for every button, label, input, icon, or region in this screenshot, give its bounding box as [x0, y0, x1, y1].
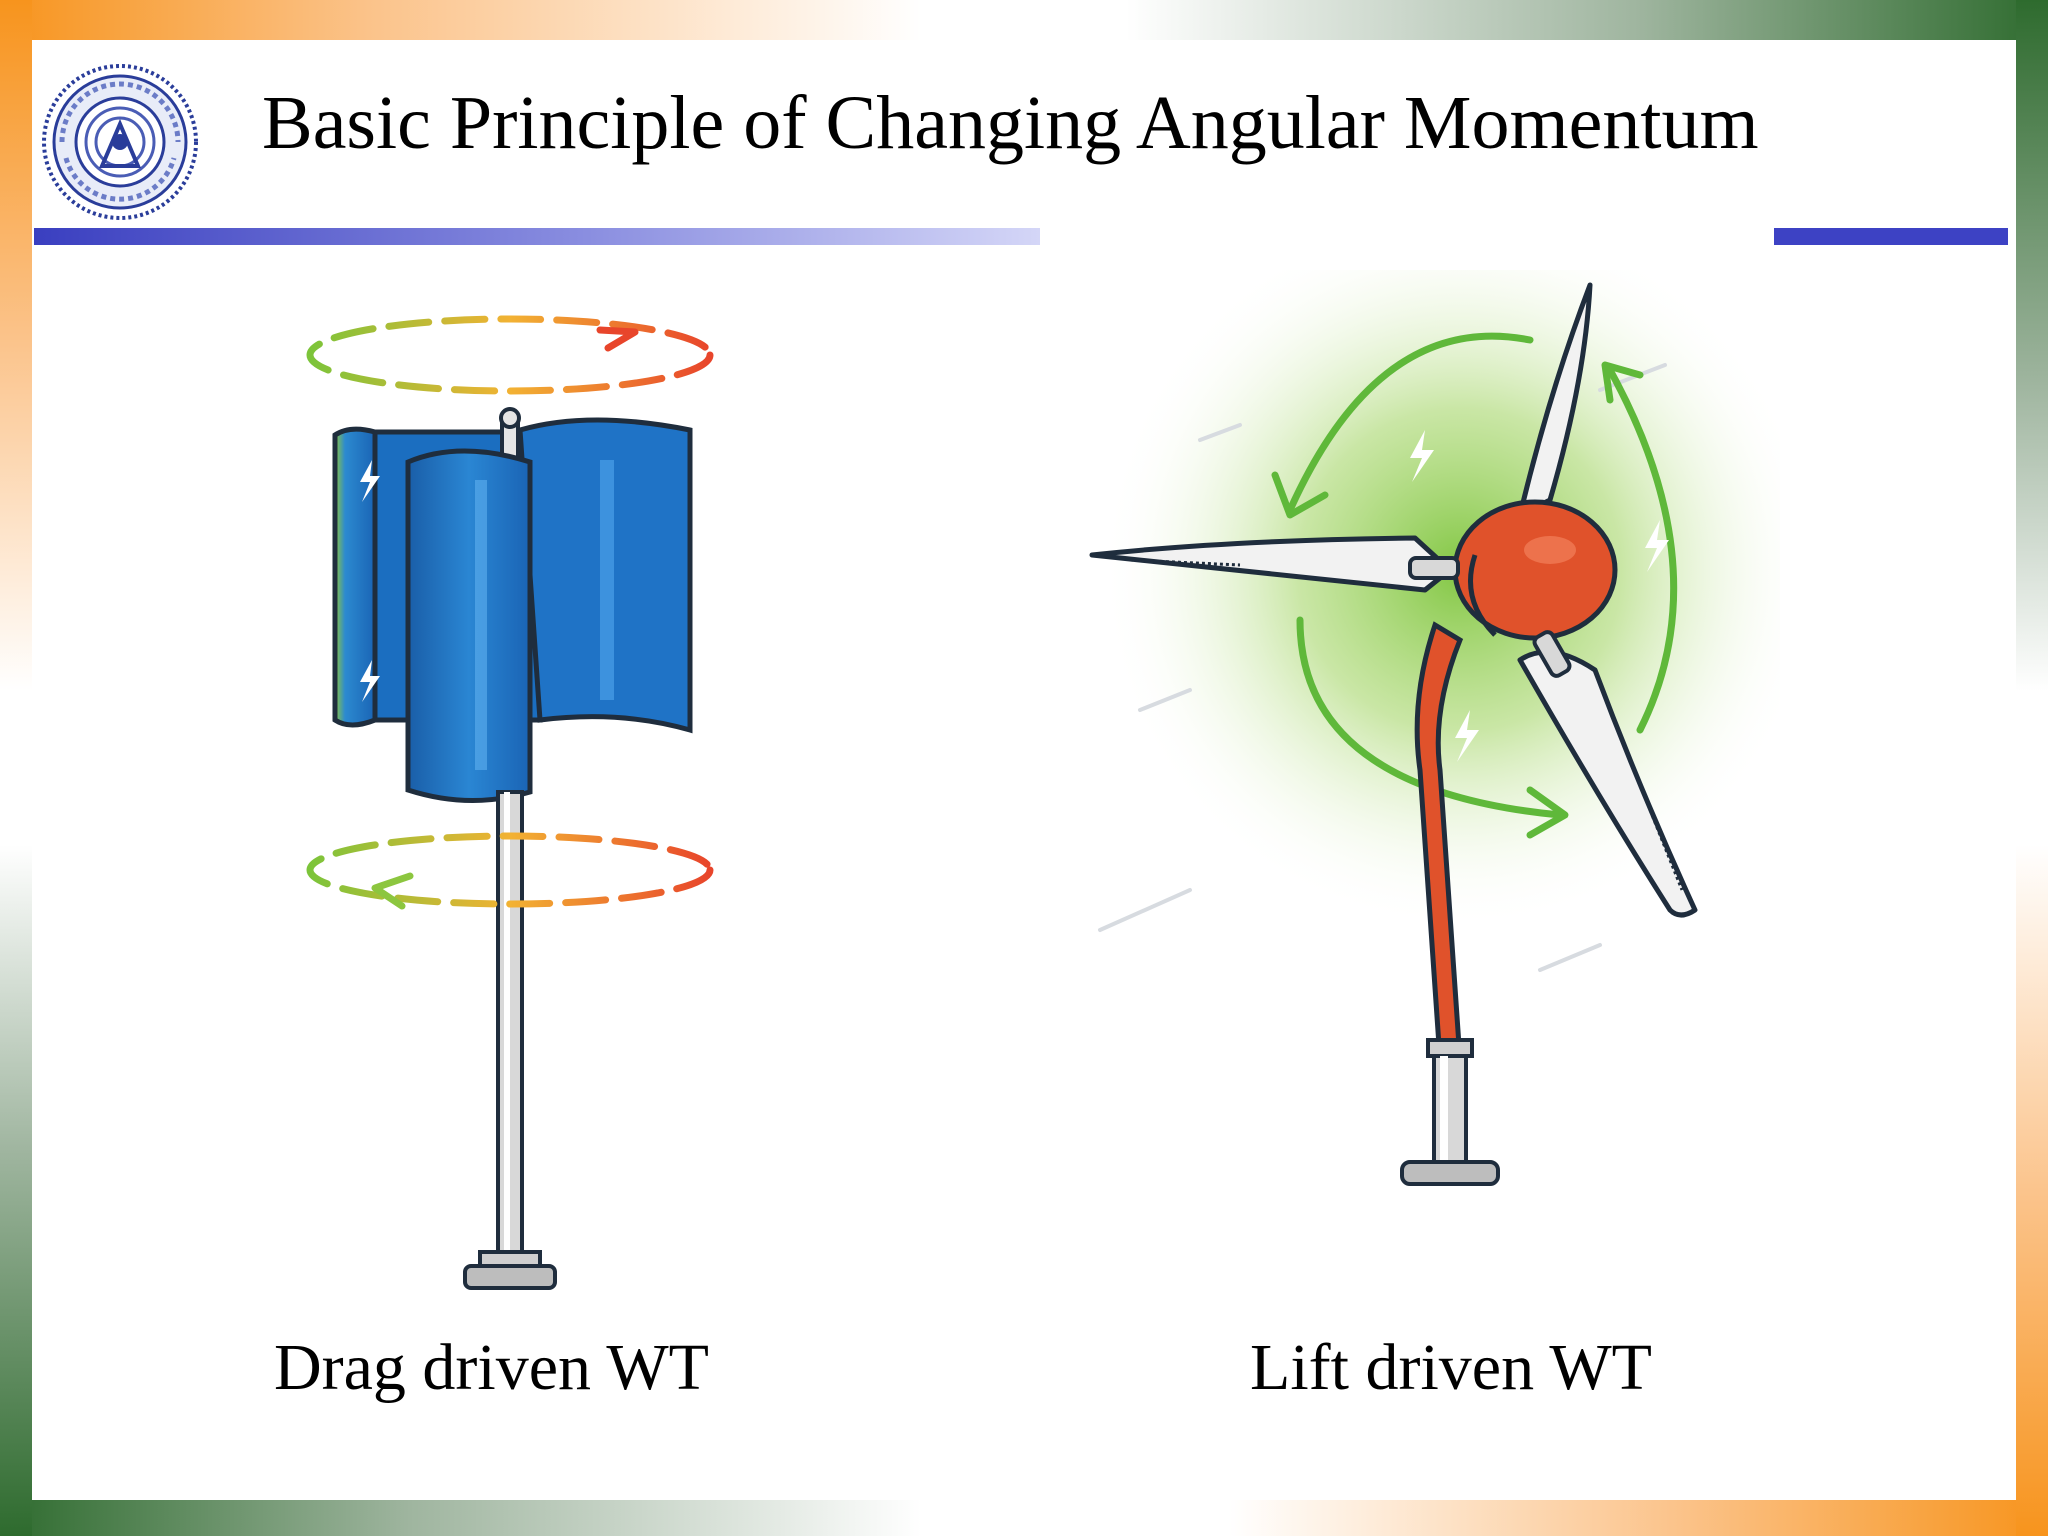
slide-title: Basic Principle of Changing Angular Mome…: [262, 81, 1759, 165]
frame-top-border: [0, 0, 2048, 40]
title-rule-right: [1774, 228, 2008, 245]
title-rule-left: [34, 228, 1040, 245]
institute-seal-icon: [42, 64, 198, 220]
frame-left-border: [0, 0, 32, 1536]
frame-right-border: [2016, 0, 2048, 1536]
three-blade-wind-turbine-icon: [1089, 270, 1780, 1186]
frame-bottom-border: [0, 1500, 2048, 1536]
caption-lift-driven: Lift driven WT: [1250, 1331, 1652, 1404]
caption-drag-driven: Drag driven WT: [274, 1331, 709, 1404]
savonius-wind-turbine-icon: [306, 315, 714, 1290]
